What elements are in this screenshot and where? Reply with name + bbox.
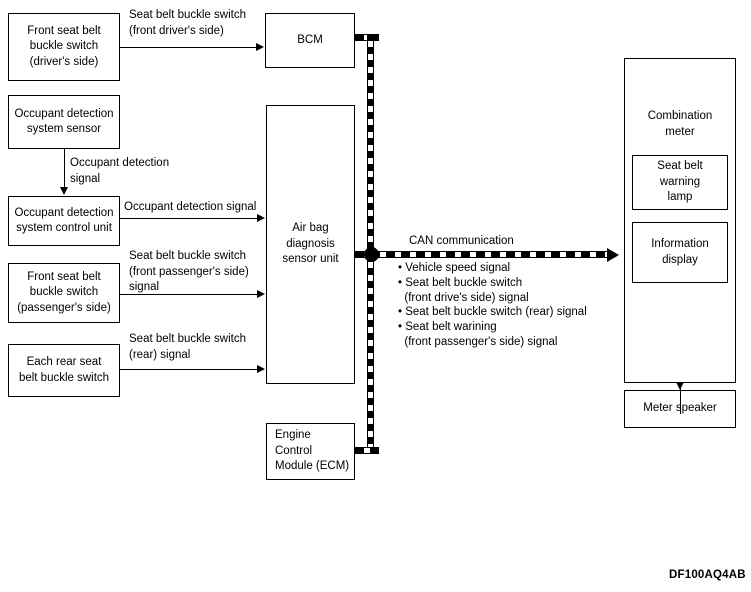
- arrowhead-to-meter-speaker: [675, 382, 684, 390]
- box-information-display: Information display: [632, 222, 728, 283]
- connector-sensor-to-control-unit: [64, 149, 65, 188]
- connector-passenger-buckle-to-airbag: [120, 294, 258, 295]
- label-rear-buckle-to-airbag: Seat belt buckle switch (rear) signal: [129, 333, 246, 361]
- can-signal-item: • Seat belt buckle switch (rear) signal: [398, 306, 587, 319]
- label-driver-buckle-to-bcm: Seat belt buckle switch (front driver's …: [129, 9, 246, 37]
- combination-meter-label: Combination meter: [647, 110, 713, 138]
- arrowhead-passenger-buckle-to-airbag: [257, 289, 265, 298]
- arrowhead-driver-buckle-to-bcm: [256, 42, 264, 51]
- connector-control-unit-to-airbag: [120, 218, 258, 219]
- can-bus-segment-ecm: [355, 447, 379, 454]
- can-bus-trunk-vertical: [367, 34, 374, 454]
- can-signal-list: • Vehicle speed signal • Seat belt buckl…: [398, 261, 587, 350]
- box-each-rear-seat-belt-buckle-switch: Each rear seat belt buckle switch: [8, 344, 120, 397]
- can-signal-item: (front passenger's side) signal: [398, 335, 558, 348]
- can-bus-arrowhead-combination-meter: [607, 247, 619, 262]
- connector-rear-buckle-to-airbag: [120, 369, 258, 370]
- can-bus-junction-dot: [364, 246, 379, 262]
- box-engine-control-module: Engine Control Module (ECM): [266, 423, 355, 480]
- box-air-bag-diagnosis-sensor-unit: Air bag diagnosis sensor unit: [266, 105, 355, 384]
- arrowhead-rear-buckle-to-airbag: [257, 364, 265, 373]
- can-signal-item: (front drive's side) signal: [398, 291, 529, 304]
- connector-driver-buckle-to-bcm: [120, 47, 257, 48]
- arrowhead-sensor-to-control-unit: [59, 187, 68, 195]
- box-bcm: BCM: [265, 13, 355, 68]
- box-occupant-detection-system-control-unit: Occupant detection system control unit: [8, 196, 120, 246]
- label-can-communication: CAN communication: [409, 235, 514, 247]
- label-occupant-detection-signal-to-airbag: Occupant detection signal: [124, 201, 257, 213]
- can-signal-item: • Vehicle speed signal: [398, 262, 511, 274]
- diagram-id-tag: DF100AQ4AB: [669, 569, 746, 581]
- can-signal-item: • Seat belt warining: [398, 321, 497, 334]
- box-combination-meter: Combination meter: [624, 58, 736, 383]
- box-front-seat-belt-buckle-switch-passenger: Front seat belt buckle switch (passenger…: [8, 263, 120, 323]
- can-signal-item: • Seat belt buckle switch: [398, 276, 523, 289]
- can-bus-run-to-combination-meter: [371, 250, 608, 258]
- connector-to-meter-speaker: [680, 383, 681, 414]
- box-front-seat-belt-buckle-switch-driver: Front seat belt buckle switch (driver's …: [8, 13, 120, 81]
- arrowhead-control-unit-to-airbag: [257, 213, 265, 222]
- label-occupant-detection-signal: Occupant detection signal: [70, 157, 170, 185]
- box-seat-belt-warning-lamp: Seat belt warning lamp: [632, 155, 728, 210]
- box-occupant-detection-system-sensor: Occupant detection system sensor: [8, 95, 120, 149]
- label-passenger-buckle-to-airbag: Seat belt buckle switch (front passenger…: [129, 250, 249, 293]
